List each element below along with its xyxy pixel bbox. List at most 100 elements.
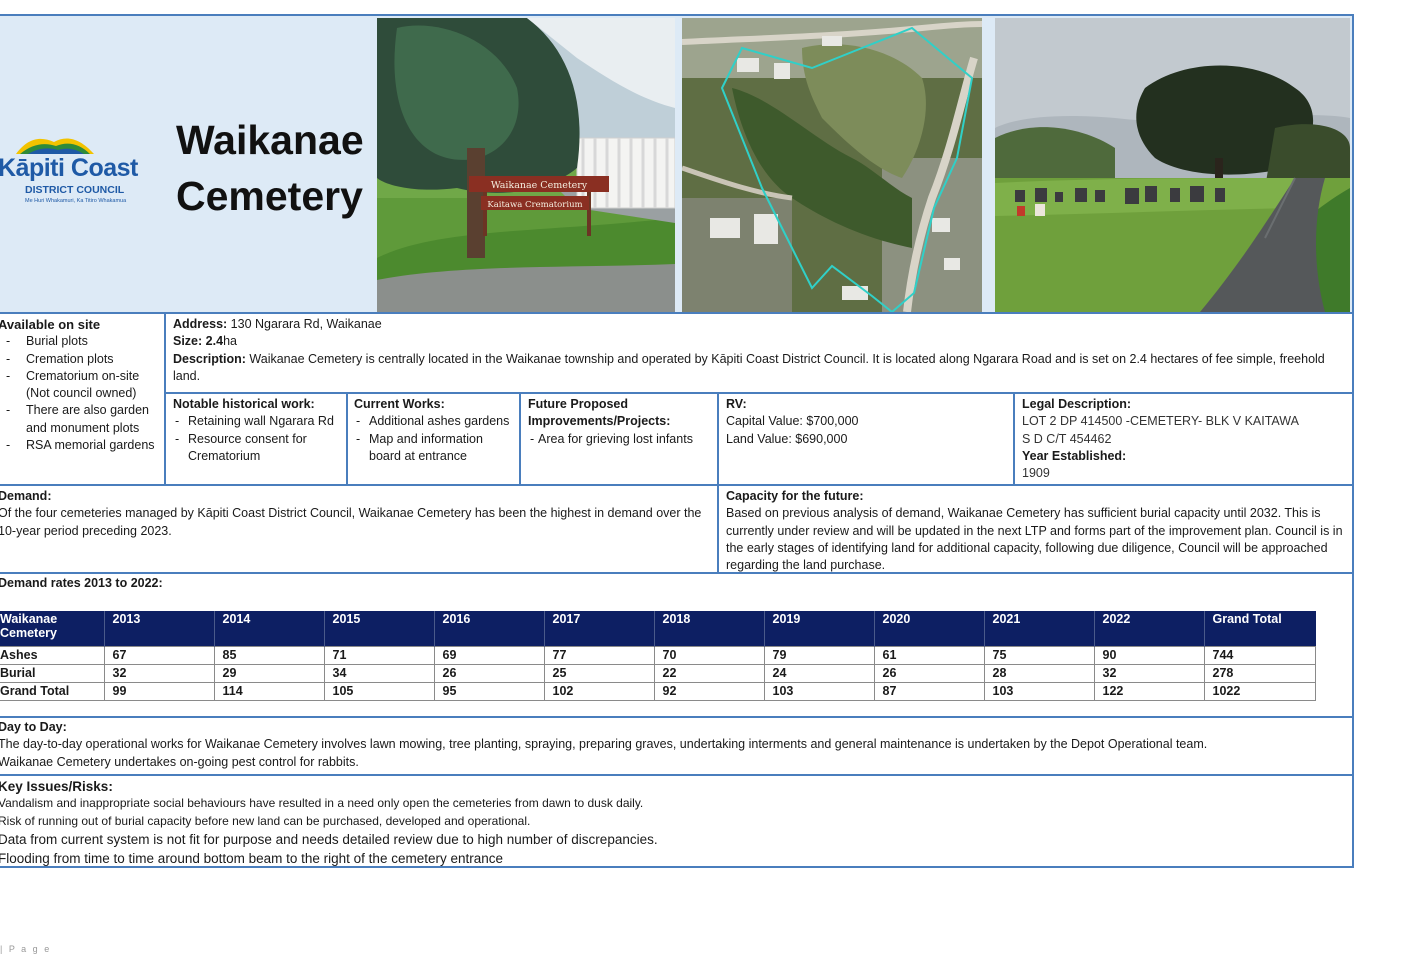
table-cell: 278 <box>1203 663 1316 683</box>
land-value: Land Value: $690,000 <box>726 431 848 446</box>
page-footer: | P a g e <box>0 944 52 954</box>
table-cell: 22 <box>653 663 765 683</box>
table-cell: 26 <box>873 663 985 683</box>
table-cell: 24 <box>763 663 875 683</box>
table-cell: 102 <box>543 681 655 701</box>
table-cell: Ashes <box>0 645 105 665</box>
table-cell: 99 <box>103 681 215 701</box>
table-cell: 71 <box>323 645 435 665</box>
table-header: 2021 <box>983 611 1094 646</box>
table-cell: 26 <box>433 663 545 683</box>
current-works-section: Current Works: Additional ashes gardens … <box>354 396 516 465</box>
logo-subtitle: DISTRICT COUNCIL <box>25 184 125 196</box>
header-band: Kāpiti Coast DISTRICT COUNCIL Me Huri Wh… <box>0 16 1352 314</box>
demand-rates-label: Demand rates 2013 to 2022: <box>0 576 163 590</box>
table-cell: 75 <box>983 645 1095 665</box>
issue-item: Flooding from time to time around bottom… <box>0 850 504 866</box>
capacity-section: Capacity for the future: Based on previo… <box>726 488 1346 574</box>
table-cell: 77 <box>543 645 655 665</box>
key-issues-section: Key Issues/Risks: Vandalism and inapprop… <box>0 778 1348 868</box>
table-cell: Burial <box>0 663 105 683</box>
address-label: Address: <box>173 317 228 331</box>
demand-text: Of the four cemeteries managed by Kāpiti… <box>0 506 702 538</box>
year-established-label: Year Established: <box>1022 448 1127 463</box>
table-header: 2020 <box>873 611 984 646</box>
legal-line-1: LOT 2 DP 414500 -CEMETERY- BLK V KAITAWA <box>1022 414 1299 429</box>
table-cell: 79 <box>763 645 875 665</box>
future-label: Future Proposed Improvements/Projects: <box>528 397 671 429</box>
size-value: 2.4 <box>205 334 224 349</box>
current-label: Current Works: <box>354 397 445 411</box>
table-header: 2018 <box>653 611 764 646</box>
sign-text-cemetery: Waikanae Cemetery <box>491 180 588 191</box>
table-row: Ashes 67 85 71 69 77 70 79 61 75 90 744 <box>0 645 1316 665</box>
future-projects-section: Future Proposed Improvements/Projects: A… <box>528 396 714 448</box>
table-row: Grand Total 99 114 105 95 102 92 103 87 … <box>0 681 1316 701</box>
day-line-1: The day-to-day operational works for Wai… <box>0 737 1208 752</box>
page-title: Waikanae Cemetery <box>176 112 364 224</box>
year-established-value: 1909 <box>1022 466 1050 481</box>
table-header: Waikanae Cemetery <box>0 611 104 646</box>
list-item: There are also garden and monument plots <box>0 402 162 437</box>
title-line-1: Waikanae <box>176 117 364 163</box>
table-cell: Grand Total <box>0 681 105 701</box>
list-item: Map and information board at entrance <box>354 431 516 466</box>
table-header: 2019 <box>763 611 874 646</box>
description-value: Waikanae Cemetery is centrally located i… <box>173 351 1325 383</box>
legal-description-section: Legal Description: LOT 2 DP 414500 -CEME… <box>1022 396 1347 482</box>
table-cell: 105 <box>323 681 435 701</box>
table-cell: 92 <box>653 681 765 701</box>
table-header: 2022 <box>1093 611 1204 646</box>
address-value: 130 Ngarara Rd, Waikanae <box>230 317 382 331</box>
available-heading: Available on site <box>0 317 101 332</box>
table-cell: 67 <box>103 645 215 665</box>
legal-line-2: S D C/T 454462 <box>1022 431 1112 446</box>
available-on-site-section: Available on site Burial plots Cremation… <box>0 316 162 455</box>
description-label: Description: <box>173 351 246 366</box>
demand-rates-table: Waikanae Cemetery 2013 2014 2015 2016 20… <box>0 611 1316 701</box>
day-line-2: Waikanae Cemetery undertakes on-going pe… <box>0 754 359 769</box>
historical-list: Retaining wall Ngarara Rd Resource conse… <box>173 413 343 465</box>
legal-label: Legal Description: <box>1022 397 1132 411</box>
logo-brand: Kāpiti Coast <box>0 154 138 182</box>
table-cell: 114 <box>213 681 325 701</box>
size-label: Size: <box>173 334 203 349</box>
list-item: Area for grieving lost infants <box>528 431 714 449</box>
table-header: 2016 <box>433 611 544 646</box>
table-cell: 28 <box>983 663 1095 683</box>
issue-item: Risk of running out of burial capacity b… <box>0 813 531 828</box>
list-item: Burial plots <box>0 333 162 351</box>
table-cell: 85 <box>213 645 325 665</box>
capacity-label: Capacity for the future: <box>726 489 864 503</box>
table-cell: 90 <box>1093 645 1205 665</box>
rv-section: RV: Capital Value: $700,000 Land Value: … <box>726 396 1006 448</box>
list-item: RSA memorial gardens <box>0 437 162 455</box>
current-list: Additional ashes gardens Map and informa… <box>354 413 516 465</box>
issues-label: Key Issues/Risks: <box>0 779 113 794</box>
table-cell: 32 <box>1093 663 1205 683</box>
capacity-text: Based on previous analysis of demand, Wa… <box>726 506 1343 573</box>
sign-text-crematorium: Kaitawa Crematorium <box>487 200 582 210</box>
list-item: Retaining wall Ngarara Rd <box>173 413 343 431</box>
table-cell: 70 <box>653 645 765 665</box>
table-cell: 103 <box>983 681 1095 701</box>
logo-motto: Me Huri Whakamuri, Ka Titiro Whakamua <box>25 198 127 204</box>
capital-value: Capital Value: $700,000 <box>726 414 859 429</box>
hills-logo-icon <box>16 138 94 154</box>
day-to-day-section: Day to Day: The day-to-day operational w… <box>0 719 1348 771</box>
entrance-sign-photo: Waikanae Cemetery Kaitawa Crematorium <box>377 18 675 312</box>
site-details-section: Address: 130 Ngarara Rd, Waikanae Size: … <box>173 316 1333 385</box>
available-list: Burial plots Cremation plots Crematorium… <box>0 333 162 454</box>
table-cell: 61 <box>873 645 985 665</box>
demand-label: Demand: <box>0 489 52 503</box>
table-header: 2017 <box>543 611 654 646</box>
table-row: Burial 32 29 34 26 25 22 24 26 28 32 278 <box>0 663 1316 683</box>
list-item: Additional ashes gardens <box>354 413 516 431</box>
table-header: 2014 <box>213 611 324 646</box>
issue-item: Vandalism and inappropriate social behav… <box>0 796 644 811</box>
table-header: 2015 <box>323 611 434 646</box>
size-unit: ha <box>223 334 237 349</box>
table-cell: 29 <box>213 663 325 683</box>
historical-label: Notable historical work: <box>173 397 315 411</box>
demand-section: Demand: Of the four cemeteries managed b… <box>0 488 710 540</box>
